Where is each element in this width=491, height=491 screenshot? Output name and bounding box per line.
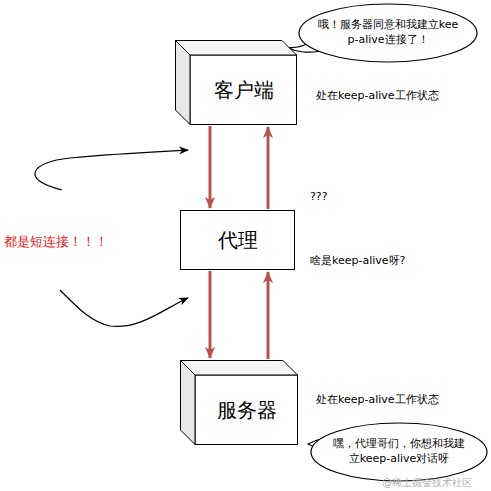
speech-bubble: 嘿，代理哥们，你想和我建立keep-alive对话呀 — [310, 422, 488, 482]
box-outline — [181, 211, 295, 270]
speech-bubble: 哦！服务器同意和我建立keep-alive连接了！ — [298, 3, 478, 63]
warning-note: 都是短连接！！！ — [4, 233, 108, 251]
cube-front — [190, 55, 297, 125]
state-note: 处在keep-alive工作状态 — [316, 392, 439, 407]
cube-top — [181, 361, 298, 376]
bubble-outline — [299, 4, 477, 62]
box-label: 代理 — [218, 228, 258, 252]
cube-front — [195, 375, 298, 445]
server-box: 服务器 — [180, 360, 298, 445]
connection-arrow — [267, 127, 270, 209]
box-label: 服务器 — [217, 398, 277, 422]
watermark: @稀土掘金技术社区 — [382, 476, 472, 490]
state-note: 处在keep-alive工作状态 — [316, 88, 439, 103]
text-holder: 代理 — [180, 210, 295, 270]
curved-pointer — [35, 150, 188, 190]
box-label: 客户端 — [214, 78, 274, 102]
client-box: 客户端 — [175, 40, 297, 125]
cube-side — [176, 41, 191, 125]
connection-arrow — [209, 126, 212, 208]
text-holder: 客户端 — [190, 55, 297, 125]
question-note: ??? — [310, 190, 328, 203]
connection-arrow — [267, 272, 270, 359]
question-note: 啥是keep-alive呀? — [310, 253, 405, 268]
text-holder: 哦！服务器同意和我建立keep-alive连接了！ — [316, 7, 460, 59]
bubble-outline — [311, 423, 487, 481]
cube-side — [181, 361, 196, 445]
connection-arrow — [209, 271, 212, 358]
bubble-text: 嘿，代理哥们，你想和我建立keep-alive对话呀 — [328, 437, 470, 467]
cube-top — [176, 41, 297, 56]
text-holder: 嘿，代理哥们，你想和我建立keep-alive对话呀 — [328, 426, 470, 478]
bubble-text: 哦！服务器同意和我建立keep-alive连接了！ — [316, 18, 460, 48]
curved-pointer — [60, 290, 188, 326]
proxy-box: 代理 — [180, 210, 295, 270]
text-holder: 服务器 — [195, 375, 298, 445]
